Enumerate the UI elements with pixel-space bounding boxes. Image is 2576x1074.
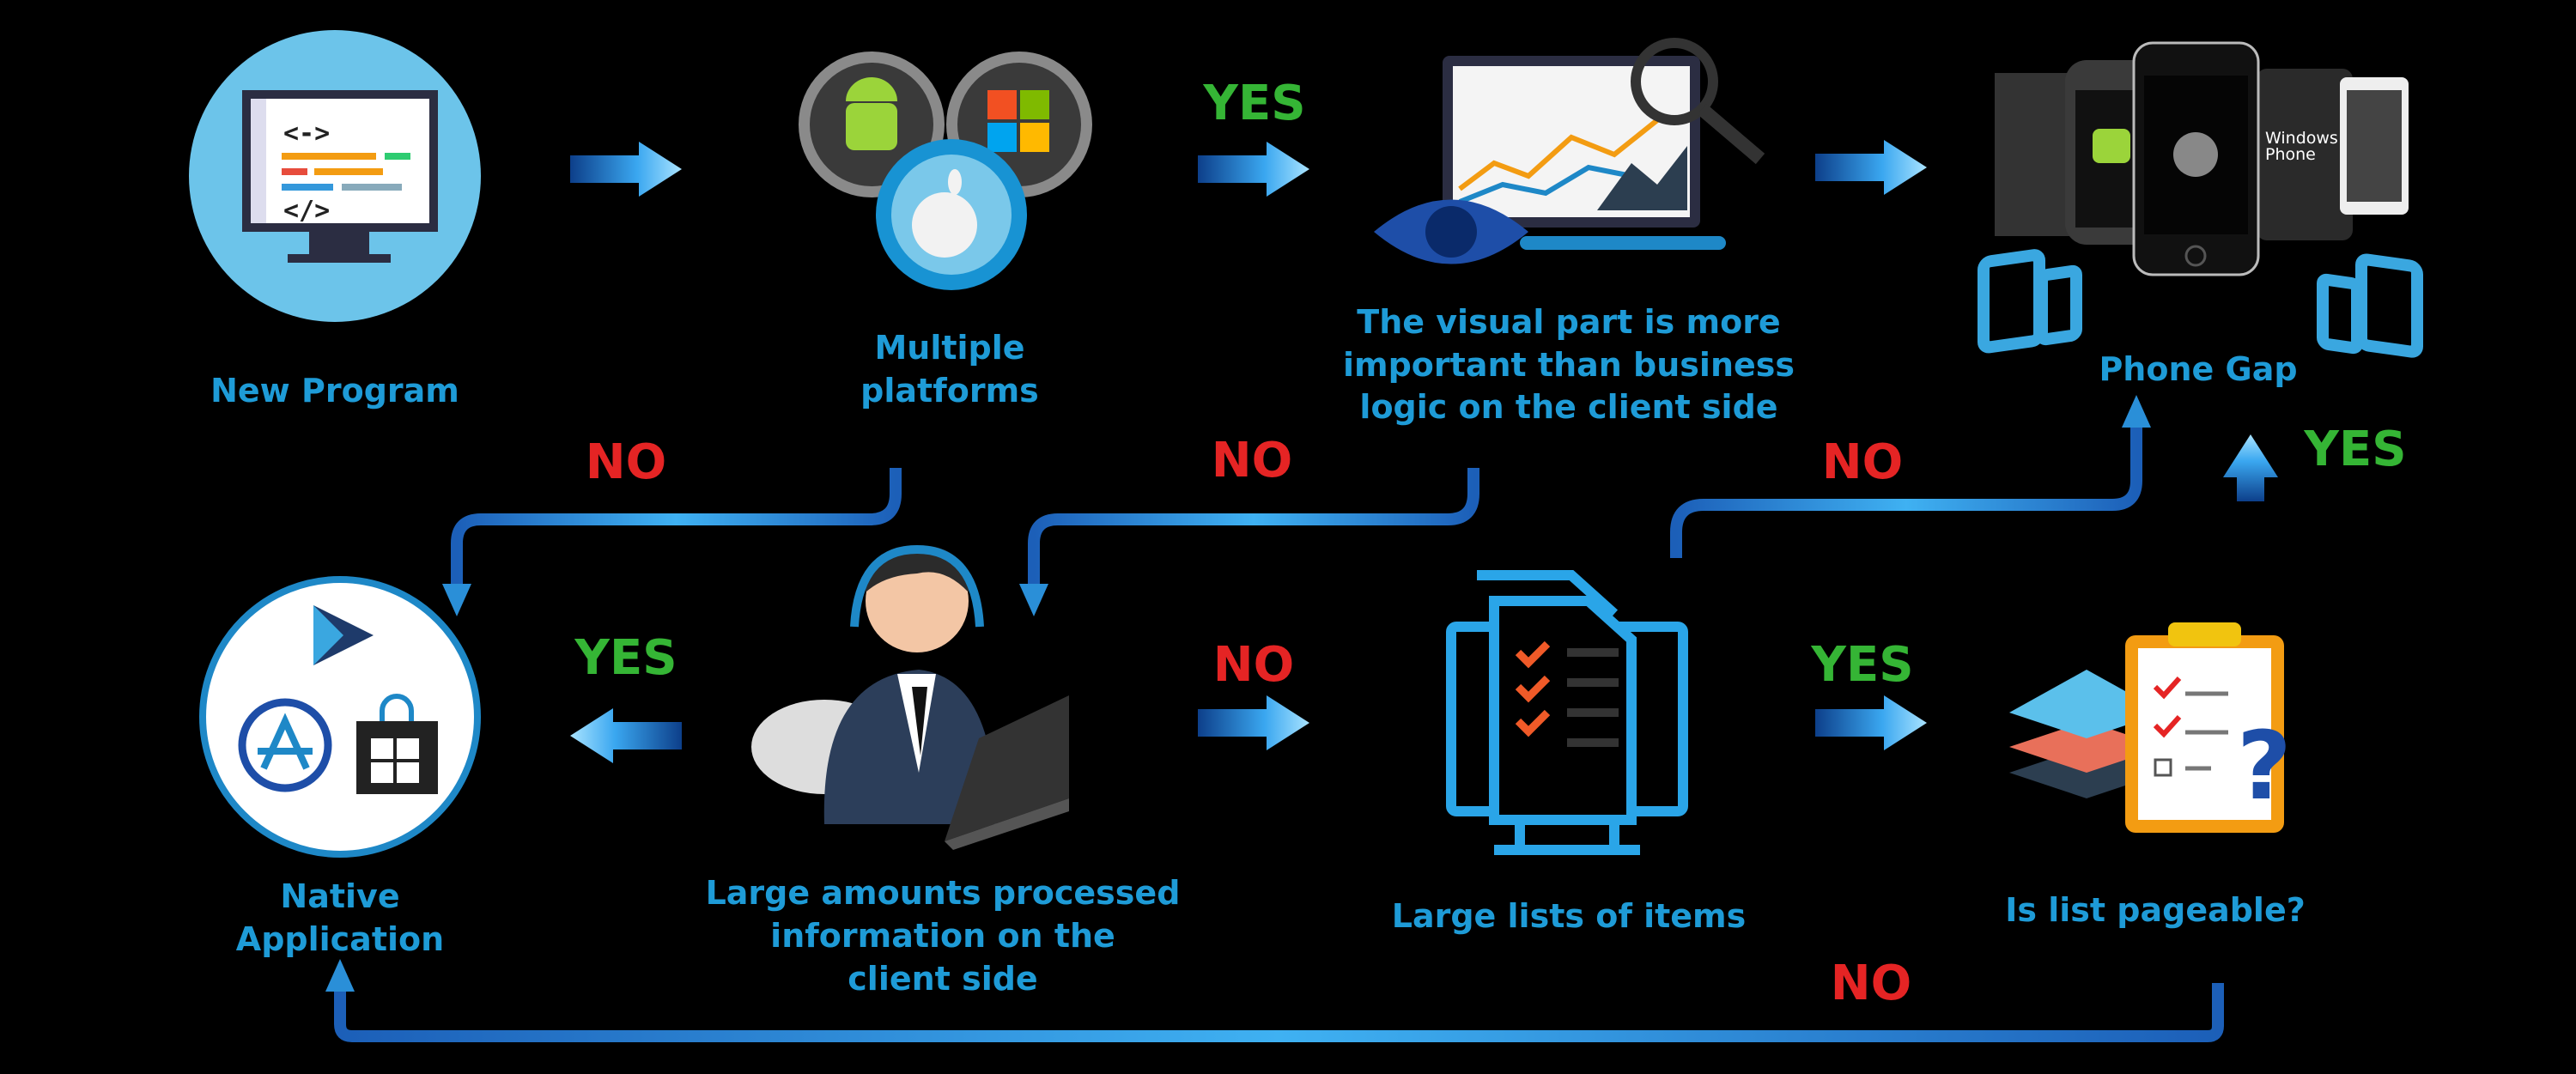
arrow-amounts-to-lists (1198, 695, 1309, 750)
arrow-lists-to-pageable (1815, 695, 1927, 750)
arrow-visual-to-phonegap (1815, 140, 1927, 195)
svg-text:<->: <-> (283, 118, 330, 149)
node-new-program: New Program (210, 372, 459, 410)
node-multiple-platforms-1: Multiple (874, 329, 1024, 367)
svg-text:?: ? (2237, 711, 2292, 821)
node-phone-gap: Phone Gap (2099, 350, 2297, 388)
mobile-devices-icon: Windows Phone (1978, 41, 2423, 358)
connector-visual-to-amounts (1028, 468, 1479, 586)
node-large-lists: Large lists of items (1392, 897, 1747, 935)
node-visual-part-1: The visual part is more (1357, 303, 1780, 341)
node-visual-part-2: important than business (1343, 346, 1795, 384)
label-lists-no-up: NO (1822, 434, 1903, 490)
label-amounts-no: NO (1213, 637, 1294, 693)
label-visual-no: NO (1212, 433, 1292, 488)
arrow-platforms-to-visual (1198, 142, 1309, 197)
windows-phone-text: Windows (2265, 129, 2338, 148)
connector-pageable-to-native (334, 983, 2224, 1042)
node-pageable: Is list pageable? (2005, 891, 2306, 929)
arrow-pageable-to-phonegap (2223, 434, 2278, 501)
node-native-app-2: Application (236, 920, 444, 958)
label-lists-yes: YES (1810, 637, 1913, 693)
node-multiple-platforms-2: platforms (860, 372, 1039, 410)
svg-text:</>: </> (283, 196, 330, 226)
label-platforms-no: NO (586, 434, 666, 490)
arrow-new-to-platforms (570, 142, 682, 197)
monitor-analytics-eye-icon (1374, 38, 1765, 264)
arrow-amounts-to-native (570, 708, 682, 763)
label-platforms-yes: YES (1202, 76, 1305, 131)
layers-clipboard-question-icon: ? (2009, 622, 2292, 833)
label-pageable-no: NO (1831, 956, 1911, 1011)
windows-phone-text-2: Phone (2265, 145, 2316, 164)
node-large-amounts-3: client side (848, 960, 1037, 998)
node-visual-part-3: logic on the client side (1359, 388, 1777, 426)
app-stores-icon (199, 576, 481, 858)
node-large-amounts-1: Large amounts processed (706, 874, 1181, 912)
monitor-checklist-icon (1446, 570, 1688, 855)
node-native-app-1: Native (280, 877, 399, 915)
label-amounts-yes: YES (574, 630, 677, 686)
operator-laptop-icon (751, 544, 1069, 850)
platforms-icon (799, 52, 1092, 290)
label-pageable-yes: YES (2303, 422, 2406, 477)
connector-lists-to-phonegap (1670, 425, 2142, 558)
monitor-code-icon: <-> </> (189, 30, 481, 322)
connector-platforms-to-native (451, 468, 902, 586)
node-large-amounts-2: information on the (770, 917, 1115, 955)
